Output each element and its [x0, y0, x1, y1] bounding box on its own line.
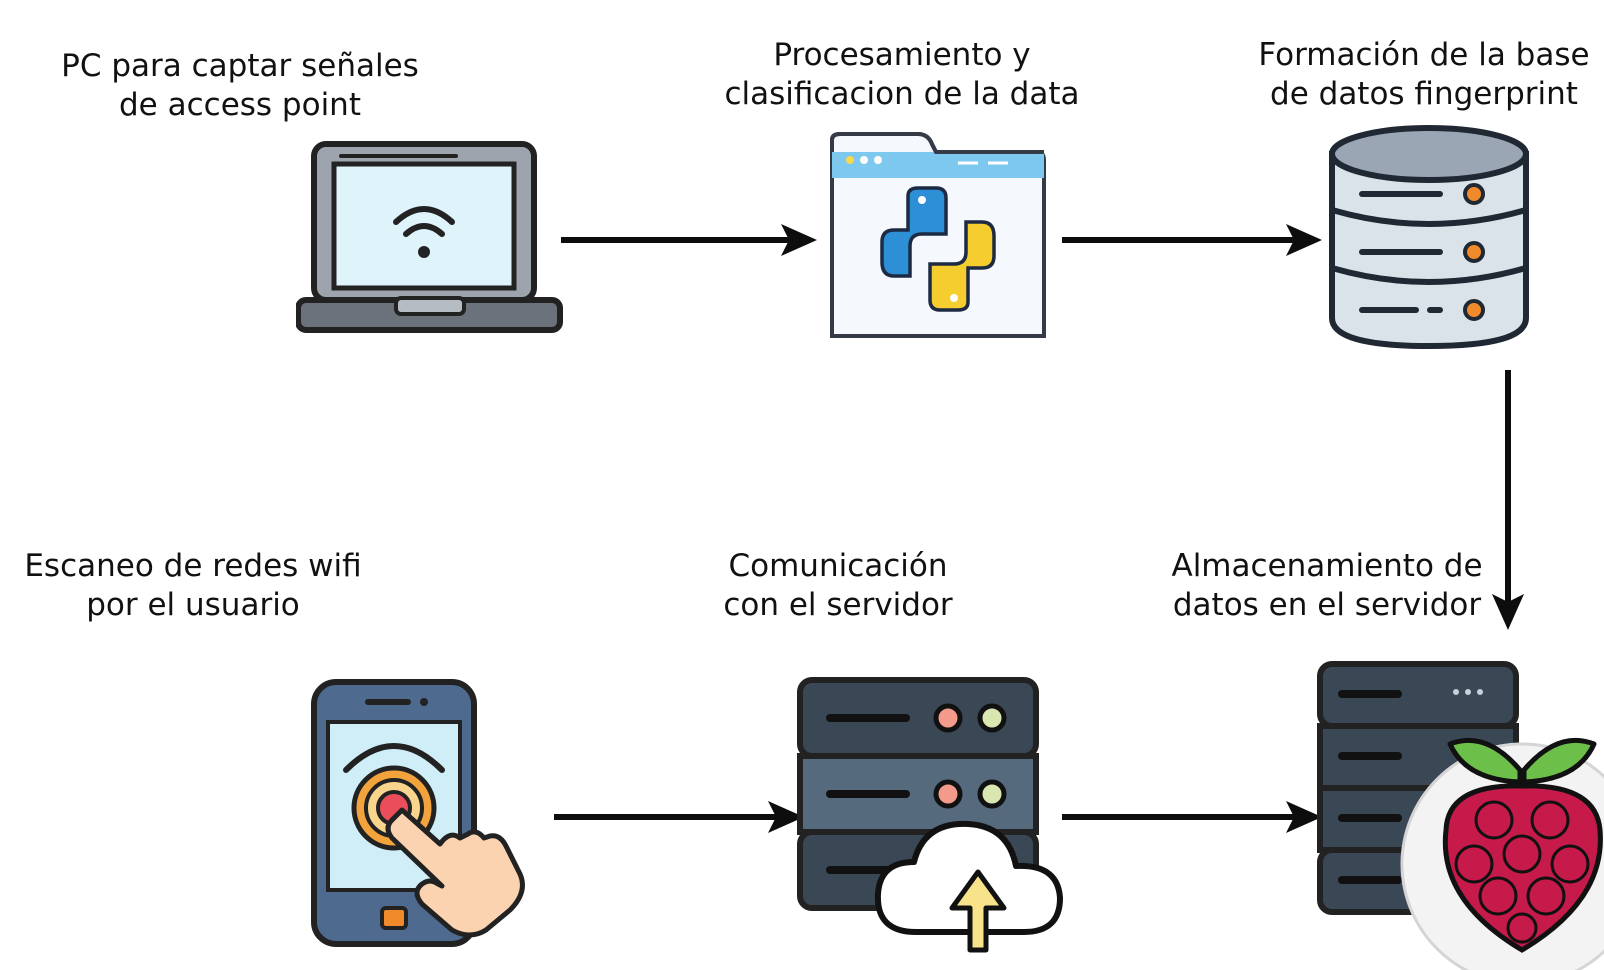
scan-label-line1: Escaneo de redes wifi	[24, 548, 362, 584]
storage-label-line1: Almacenamiento de	[1171, 548, 1483, 584]
laptop-wifi-icon	[296, 141, 563, 333]
processing-label-line1: Procesamiento y	[773, 37, 1031, 73]
processing-label-line2: clasificacion de la data	[724, 76, 1080, 112]
arrow-pc-to-processing	[561, 224, 817, 256]
pc-label-line2: de access point	[119, 87, 361, 123]
communication-label-line1: Comunicación	[728, 548, 948, 584]
arrow-database-to-storage	[1492, 370, 1524, 630]
database-label: Formación de la base de datos fingerprin…	[1258, 36, 1589, 114]
storage-label: Almacenamiento de datos en el servidor	[1171, 547, 1482, 625]
python-window-icon	[830, 132, 1046, 338]
arrow-scan-to-communication	[554, 801, 804, 833]
database-icon	[1329, 125, 1529, 350]
database-label-line2: de datos fingerprint	[1270, 76, 1578, 112]
pc-label: PC para captar señales de access point	[61, 47, 419, 125]
communication-label-line2: con el servidor	[723, 587, 953, 623]
storage-label-line2: datos en el servidor	[1172, 587, 1482, 623]
scan-label-line2: por el usuario	[86, 587, 300, 623]
processing-label: Procesamiento y clasificacion de la data	[724, 36, 1079, 114]
scan-label: Escaneo de redes wifi por el usuario	[24, 547, 361, 625]
database-label-line1: Formación de la base	[1258, 37, 1590, 73]
server-cloud-upload-icon	[797, 677, 1063, 953]
arrow-processing-to-database	[1062, 224, 1322, 256]
arrow-communication-to-storage	[1062, 801, 1322, 833]
pc-label-line1: PC para captar señales	[61, 48, 419, 84]
smartphone-touch-icon	[311, 679, 525, 947]
communication-label: Comunicación con el servidor	[723, 547, 952, 625]
raspberry-pi-server-icon	[1317, 661, 1604, 970]
